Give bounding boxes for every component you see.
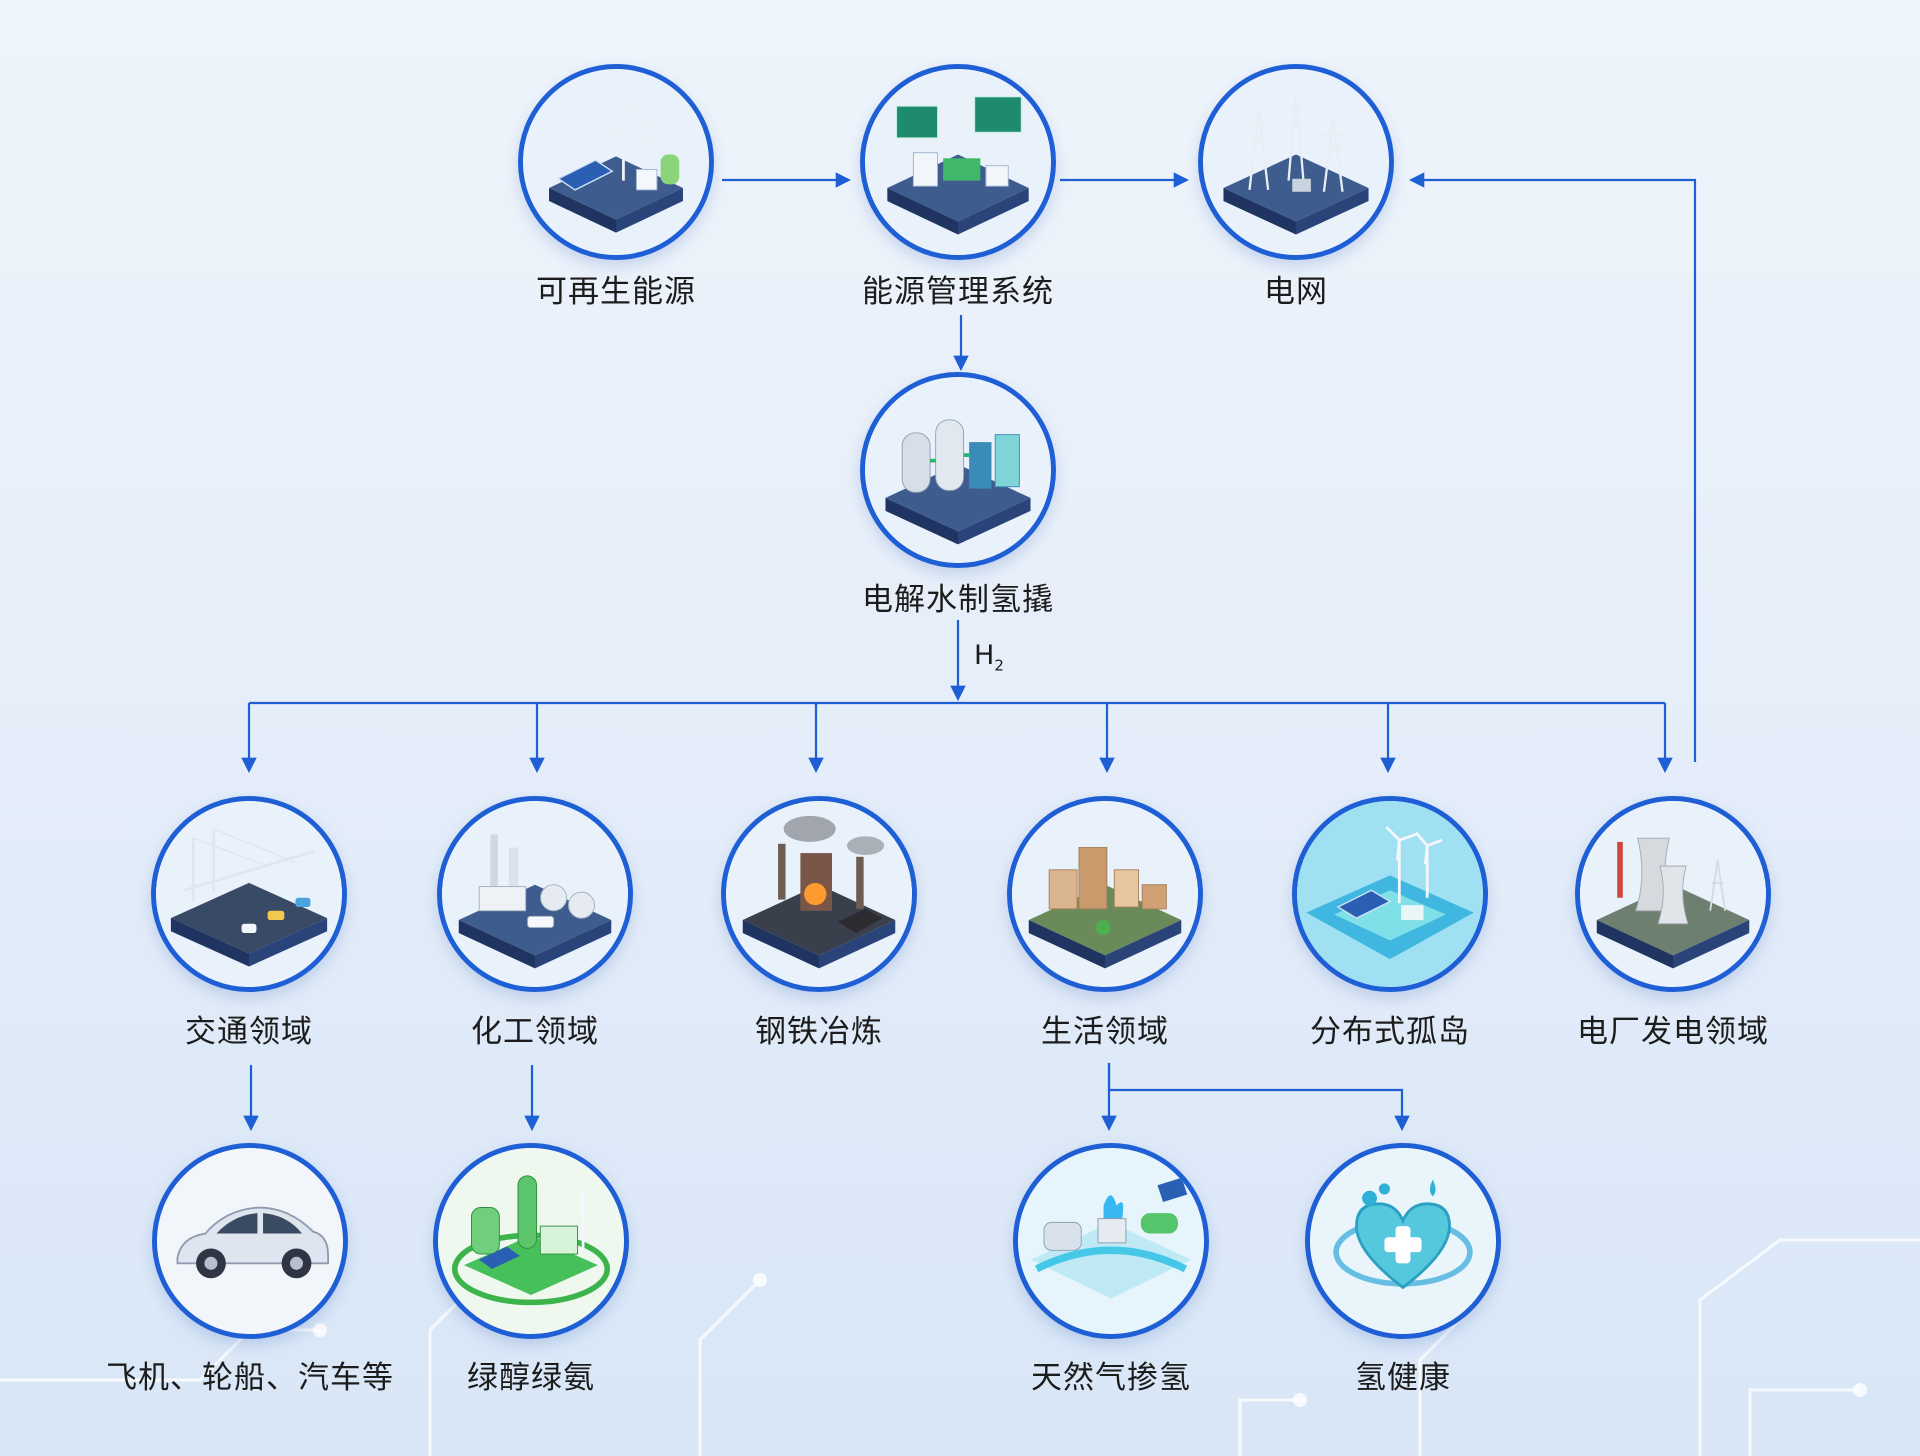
node-transport[interactable] bbox=[151, 796, 347, 992]
node-electrolysis[interactable] bbox=[860, 372, 1056, 568]
node-renewable[interactable] bbox=[518, 64, 714, 260]
arrow-living-branch bbox=[1107, 1063, 1410, 1132]
health-heart-icon bbox=[1310, 1148, 1496, 1334]
label-chemical: 化工领域 bbox=[471, 1014, 599, 1050]
island-microgrid-icon bbox=[1297, 801, 1483, 987]
node-steel[interactable] bbox=[721, 796, 917, 992]
power-tower-icon bbox=[1203, 69, 1389, 255]
node-vehicles[interactable] bbox=[152, 1143, 348, 1339]
node-gas-blend[interactable] bbox=[1013, 1143, 1209, 1339]
chemical-plant-icon bbox=[442, 801, 628, 987]
node-island[interactable] bbox=[1292, 796, 1488, 992]
label-powerplant: 电厂发电领域 bbox=[1577, 1014, 1769, 1050]
node-health[interactable] bbox=[1305, 1143, 1501, 1339]
node-powerplant[interactable] bbox=[1575, 796, 1771, 992]
solar-wind-icon bbox=[523, 69, 709, 255]
label-grid: 电网 bbox=[1264, 274, 1328, 310]
label-renewable: 可再生能源 bbox=[536, 274, 696, 310]
label-electrolysis: 电解水制氢撬 bbox=[862, 582, 1054, 618]
h2-label: H2 bbox=[974, 640, 1004, 675]
node-grid[interactable] bbox=[1198, 64, 1394, 260]
label-island: 分布式孤岛 bbox=[1310, 1014, 1470, 1050]
label-ems: 能源管理系统 bbox=[862, 274, 1054, 310]
arrow-powerplant-to-grid bbox=[1408, 172, 1697, 762]
label-health: 氢健康 bbox=[1355, 1360, 1451, 1396]
cooling-tower-icon bbox=[1580, 801, 1766, 987]
label-green-fuel: 绿醇绿氨 bbox=[467, 1360, 595, 1396]
label-steel: 钢铁冶炼 bbox=[755, 1014, 883, 1050]
label-vehicles: 飞机、轮船、汽车等 bbox=[106, 1360, 394, 1396]
steel-mill-icon bbox=[726, 801, 912, 987]
green-methanol-icon bbox=[438, 1148, 624, 1334]
node-living[interactable] bbox=[1007, 796, 1203, 992]
node-green-fuel[interactable] bbox=[433, 1143, 629, 1339]
car-icon bbox=[157, 1148, 343, 1334]
label-gas-blend: 天然气掺氢 bbox=[1031, 1360, 1191, 1396]
label-transport: 交通领域 bbox=[185, 1014, 313, 1050]
bridge-traffic-icon bbox=[156, 801, 342, 987]
city-block-icon bbox=[1012, 801, 1198, 987]
control-system-icon bbox=[865, 69, 1051, 255]
node-chemical[interactable] bbox=[437, 796, 633, 992]
label-living: 生活领域 bbox=[1041, 1014, 1169, 1050]
electrolyzer-icon bbox=[865, 377, 1051, 563]
gas-blending-icon bbox=[1018, 1148, 1204, 1334]
node-ems[interactable] bbox=[860, 64, 1056, 260]
